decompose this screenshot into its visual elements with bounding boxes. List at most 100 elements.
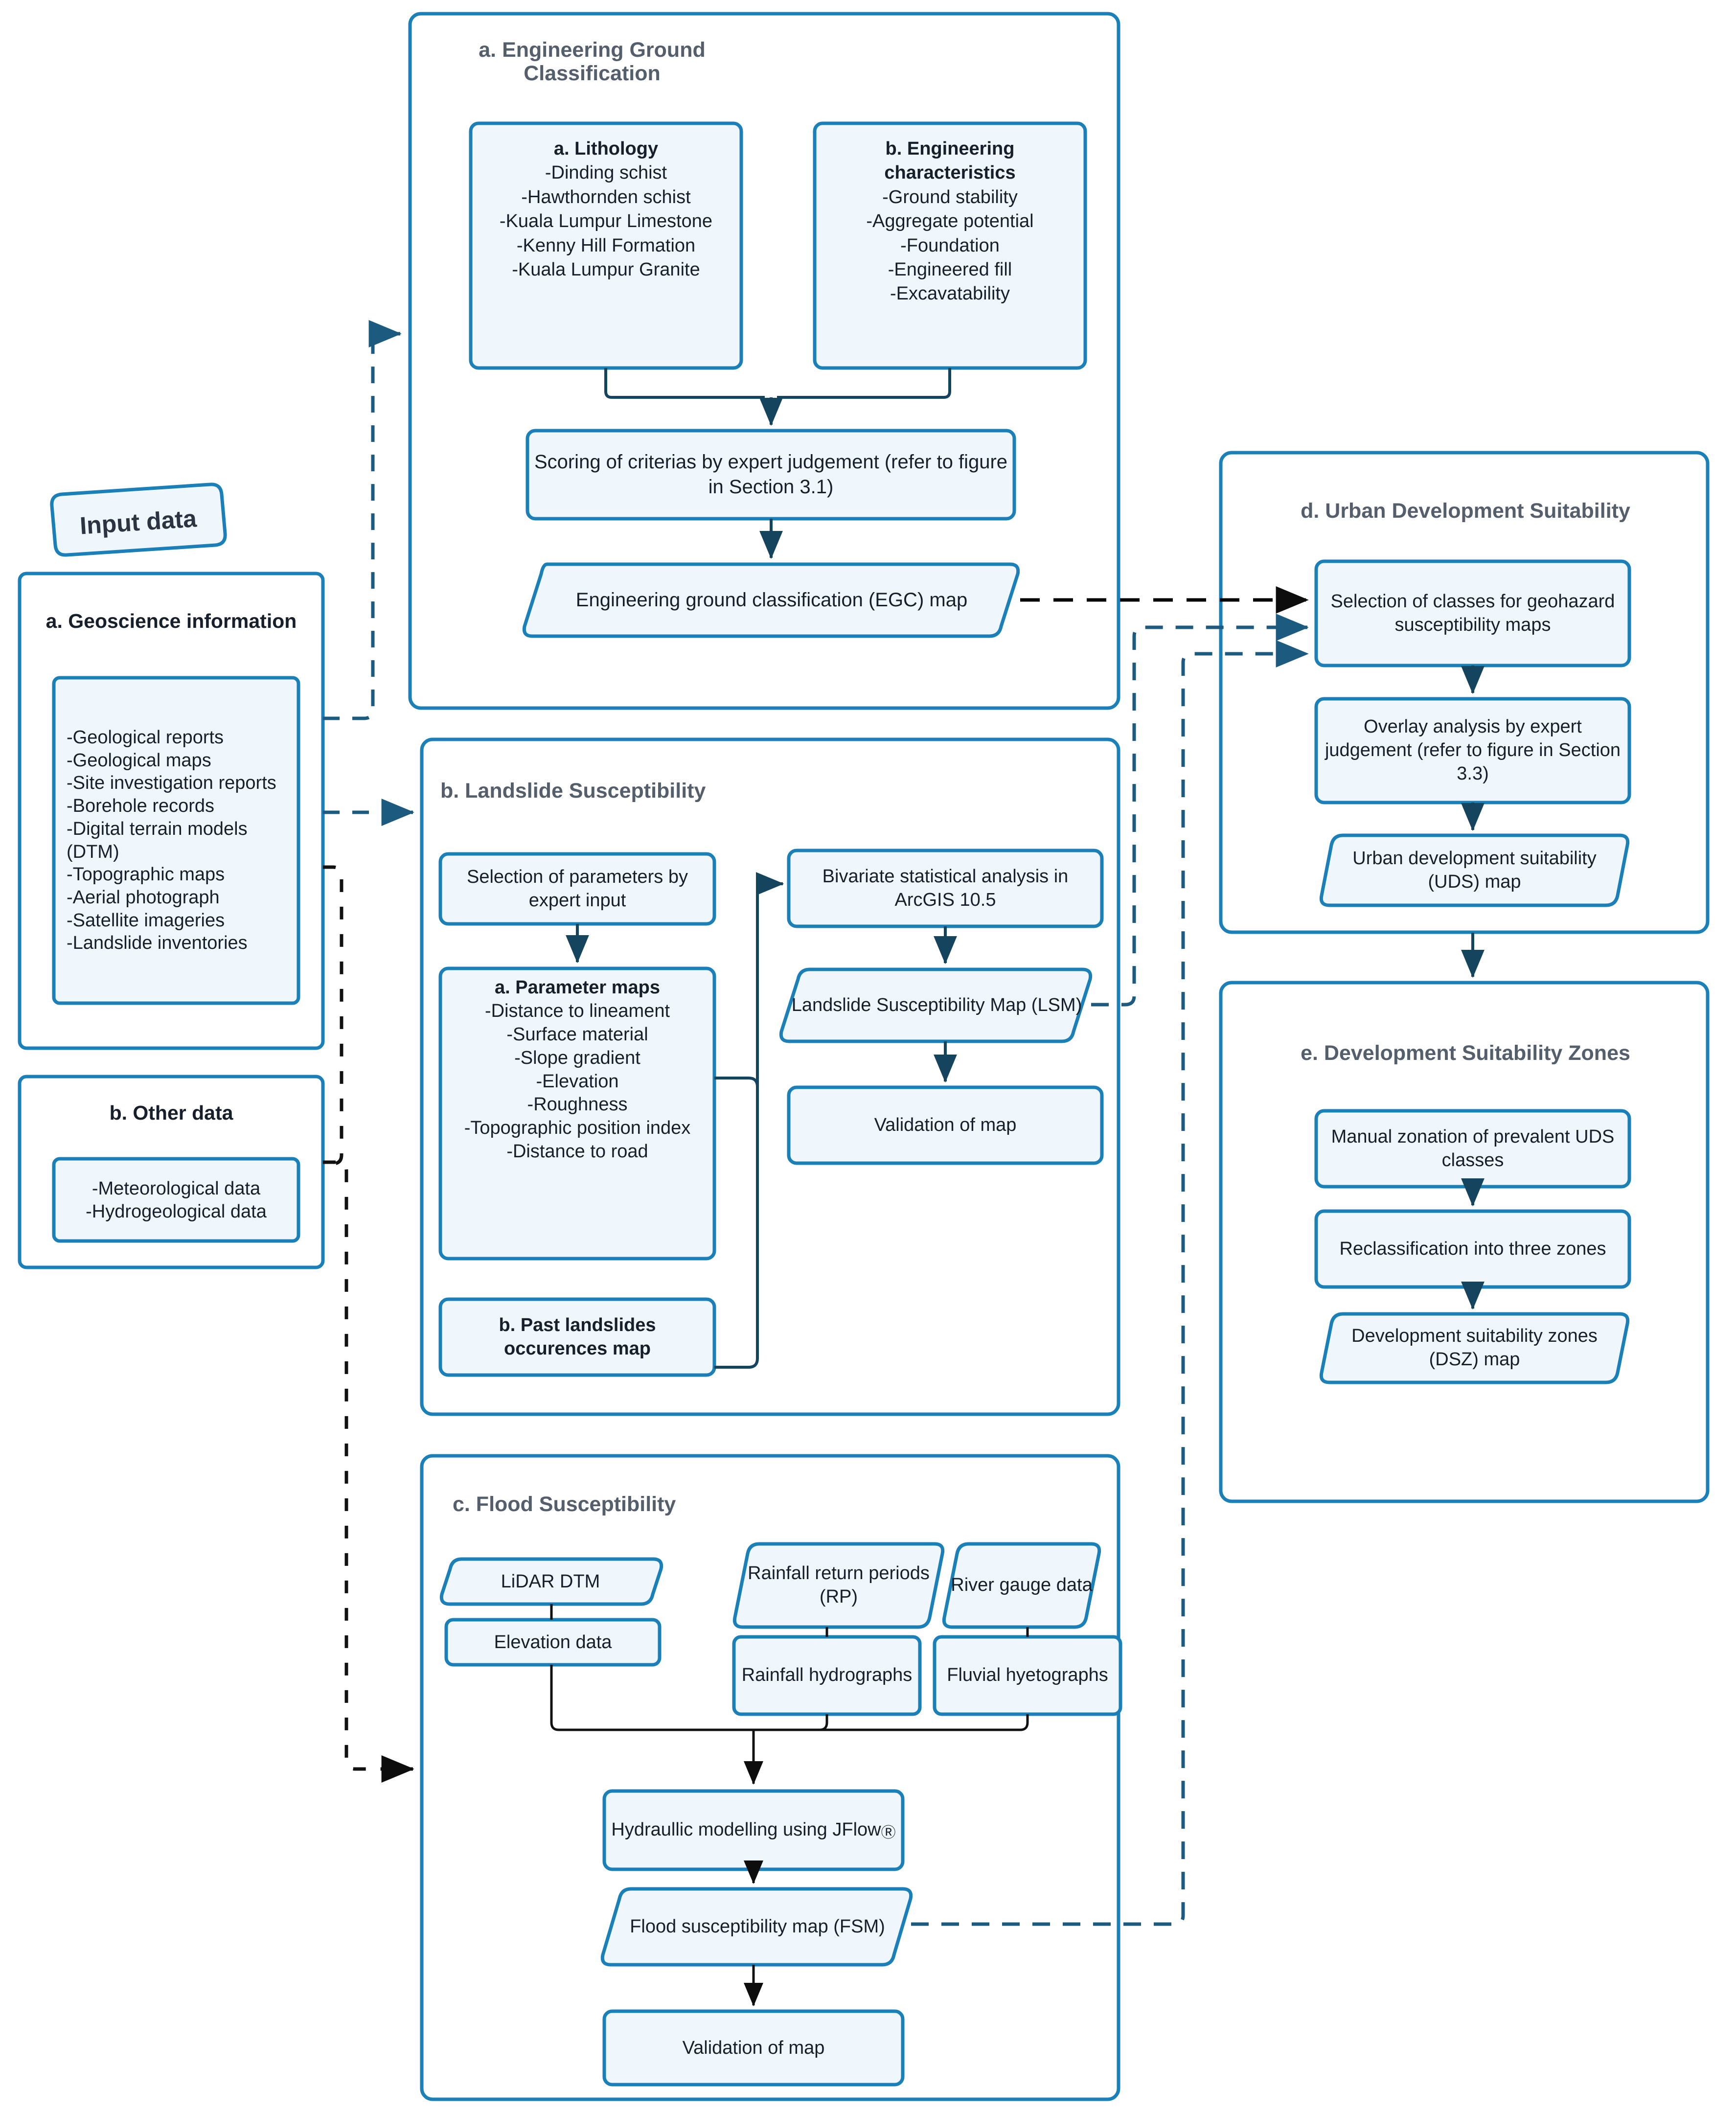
dsz-section-title-label: e. Development Suitability Zones — [1301, 1041, 1630, 1065]
hydraulic-modelling-text: Hydraullic modelling using JFlowⓇ — [604, 1791, 903, 1869]
list-item: -Aerial photograph — [67, 887, 220, 908]
egc-map-text: Engineering ground classification (EGC) … — [525, 564, 1019, 636]
rainfall-rp-shape — [732, 1542, 945, 1629]
other-data-list-box — [52, 1157, 300, 1243]
connector-lithology-to-scoring — [604, 368, 765, 399]
input-data-label: Input data — [79, 505, 198, 540]
overlay-analysis-text: Overlay analysis by expert judgement (re… — [1316, 699, 1629, 803]
input-data-title: Input data — [52, 491, 224, 553]
landslide-section-title: b. Landslide Susceptibility — [440, 779, 783, 803]
list-item: -Aggregate potential — [866, 211, 1034, 232]
past-landslides-text: b. Past landslides occurences map — [440, 1299, 714, 1375]
landslide-section-title-label: b. Landslide Susceptibility — [440, 779, 706, 803]
flood-validation-label: Validation of map — [682, 2037, 825, 2058]
lidar-dtm-label: LiDAR DTM — [501, 1571, 600, 1592]
lithology-content: a. Lithology -Dinding schist -Hawthornde… — [471, 137, 741, 357]
landslide-validation-box — [787, 1085, 1104, 1165]
flood-validation-box — [602, 2009, 905, 2087]
selection-parameters-text: Selection of parameters by expert input — [440, 854, 714, 924]
dashed-geoscience-topo-to-flood — [323, 865, 343, 1166]
manual-zonation-label: Manual zonation of prevalent UDS classes — [1331, 1126, 1615, 1171]
list-item: -Engineered fill — [888, 259, 1012, 280]
uds-map-text: Urban development suitability (UDS) map — [1322, 835, 1627, 905]
fsm-map-shape — [600, 1887, 913, 1967]
river-gauge-shape — [942, 1542, 1101, 1629]
registered-icon: Ⓡ — [881, 1824, 896, 1841]
other-data-heading-label: b. Other data — [109, 1102, 233, 1125]
overlay-analysis-label: Overlay analysis by expert judgement (re… — [1325, 716, 1621, 784]
dsz-map-text: Development suitability zones (DSZ) map — [1322, 1314, 1627, 1382]
list-item: -Satellite imageries — [67, 910, 225, 931]
river-gauge-text: River gauge data — [942, 1544, 1101, 1627]
dashed-otherdata-to-flood — [323, 1160, 414, 1783]
list-item: -Roughness — [527, 1094, 628, 1115]
rainfall-rp-text: Rainfall return periods (RP) — [733, 1544, 944, 1627]
bivariate-label: Bivariate statistical analysis in ArcGIS… — [822, 866, 1069, 910]
rainfall-hydrographs-label: Rainfall hydrographs — [741, 1665, 913, 1686]
lsm-map-text: Landslide Susceptibility Map (LSM) — [781, 969, 1092, 1041]
rainfall-hydrographs-text: Rainfall hydrographs — [734, 1637, 920, 1714]
other-data-list: -Meteorological data -Hydrogeological da… — [58, 1164, 295, 1237]
list-item: -Elevation — [536, 1071, 619, 1092]
connector-fluvial-down — [761, 1714, 1029, 1731]
lsm-map-shape — [779, 967, 1093, 1043]
connector-join-to-bivariate — [755, 872, 784, 1096]
engineering-characteristics-content: b. Engineering characteristics -Ground s… — [815, 137, 1085, 357]
list-item: -Geological maps — [67, 750, 211, 771]
lithology-heading: a. Lithology — [553, 138, 659, 159]
uds-section-title-label: d. Urban Development Suitability — [1301, 499, 1630, 523]
list-item: -Hydrogeological data — [86, 1201, 267, 1222]
reclassification-text: Reclassification into three zones — [1316, 1211, 1629, 1287]
flood-validation-text: Validation of map — [604, 2011, 903, 2085]
lidar-dtm-shape — [439, 1557, 663, 1606]
past-landslides-box — [438, 1297, 716, 1377]
list-item: -Geological reports — [67, 727, 224, 748]
egc-section-title: a. Engineering Ground Classification — [440, 38, 744, 85]
list-item: -Foundation — [900, 235, 1000, 256]
lidar-dtm-text: LiDAR DTM — [440, 1559, 661, 1604]
list-item: -Slope gradient — [514, 1047, 640, 1068]
list-item: -Site investigation reports — [67, 773, 276, 794]
list-item: -Distance to road — [506, 1141, 648, 1162]
landslide-validation-text: Validation of map — [789, 1087, 1102, 1163]
input-data-box — [50, 482, 227, 557]
hydraulic-modelling-label: Hydraullic modelling using JFlow — [611, 1819, 881, 1840]
lsm-map-label: Landslide Susceptibility Map (LSM) — [791, 994, 1082, 1015]
parameter-maps-heading: a. Parameter maps — [495, 977, 660, 998]
dashed-lsm-to-selclasses — [1091, 614, 1309, 1007]
parameter-maps-box — [438, 966, 716, 1261]
fsm-map-label: Flood susceptibility map (FSM) — [630, 1916, 885, 1937]
list-item: -Dinding schist — [545, 162, 667, 184]
connector-elevation-down — [550, 1665, 754, 1731]
connector-engineering-to-scoring — [777, 368, 951, 399]
geoscience-heading: a. Geoscience information — [29, 592, 313, 651]
uds-map-shape — [1319, 833, 1630, 907]
egc-section-title-label: a. Engineering Ground Classification — [479, 38, 706, 86]
other-data-heading: b. Other data — [29, 1096, 313, 1130]
list-item: -Borehole records — [67, 796, 215, 817]
fluvial-hyetographs-text: Fluvial hyetographs — [935, 1637, 1120, 1714]
geoscience-list-box — [52, 676, 300, 1005]
elevation-data-box — [444, 1618, 662, 1667]
flood-section-title-label: c. Flood Susceptibility — [453, 1493, 676, 1516]
elevation-data-text: Elevation data — [446, 1620, 660, 1665]
geoscience-list: -Geological reports -Geological maps -Si… — [58, 683, 295, 998]
egc-map-shape — [522, 562, 1020, 638]
dsz-map-shape — [1319, 1312, 1630, 1384]
selection-classes-label: Selection of classes for geohazard susce… — [1330, 591, 1615, 635]
egc-map-label: Engineering ground classification (EGC) … — [575, 589, 968, 611]
list-item: -Kuala Lumpur Limestone — [499, 211, 713, 232]
landslide-validation-label: Validation of map — [874, 1115, 1017, 1136]
river-gauge-label: River gauge data — [951, 1575, 1093, 1596]
engineering-heading: b. Engineering characteristics — [884, 138, 1016, 184]
scoring-label: Scoring of criterias by expert judgement… — [534, 451, 1008, 498]
list-item: -Topographic position index — [464, 1118, 691, 1139]
flood-section-title: c. Flood Susceptibility — [453, 1493, 795, 1516]
selection-parameters-label: Selection of parameters by expert input — [466, 866, 688, 911]
rainfall-rp-label: Rainfall return periods (RP) — [748, 1563, 930, 1607]
connector-parammaps-join — [714, 1077, 759, 1369]
dsz-section-title: e. Development Suitability Zones — [1238, 1041, 1693, 1065]
list-item: -Landslide inventories — [67, 933, 248, 954]
